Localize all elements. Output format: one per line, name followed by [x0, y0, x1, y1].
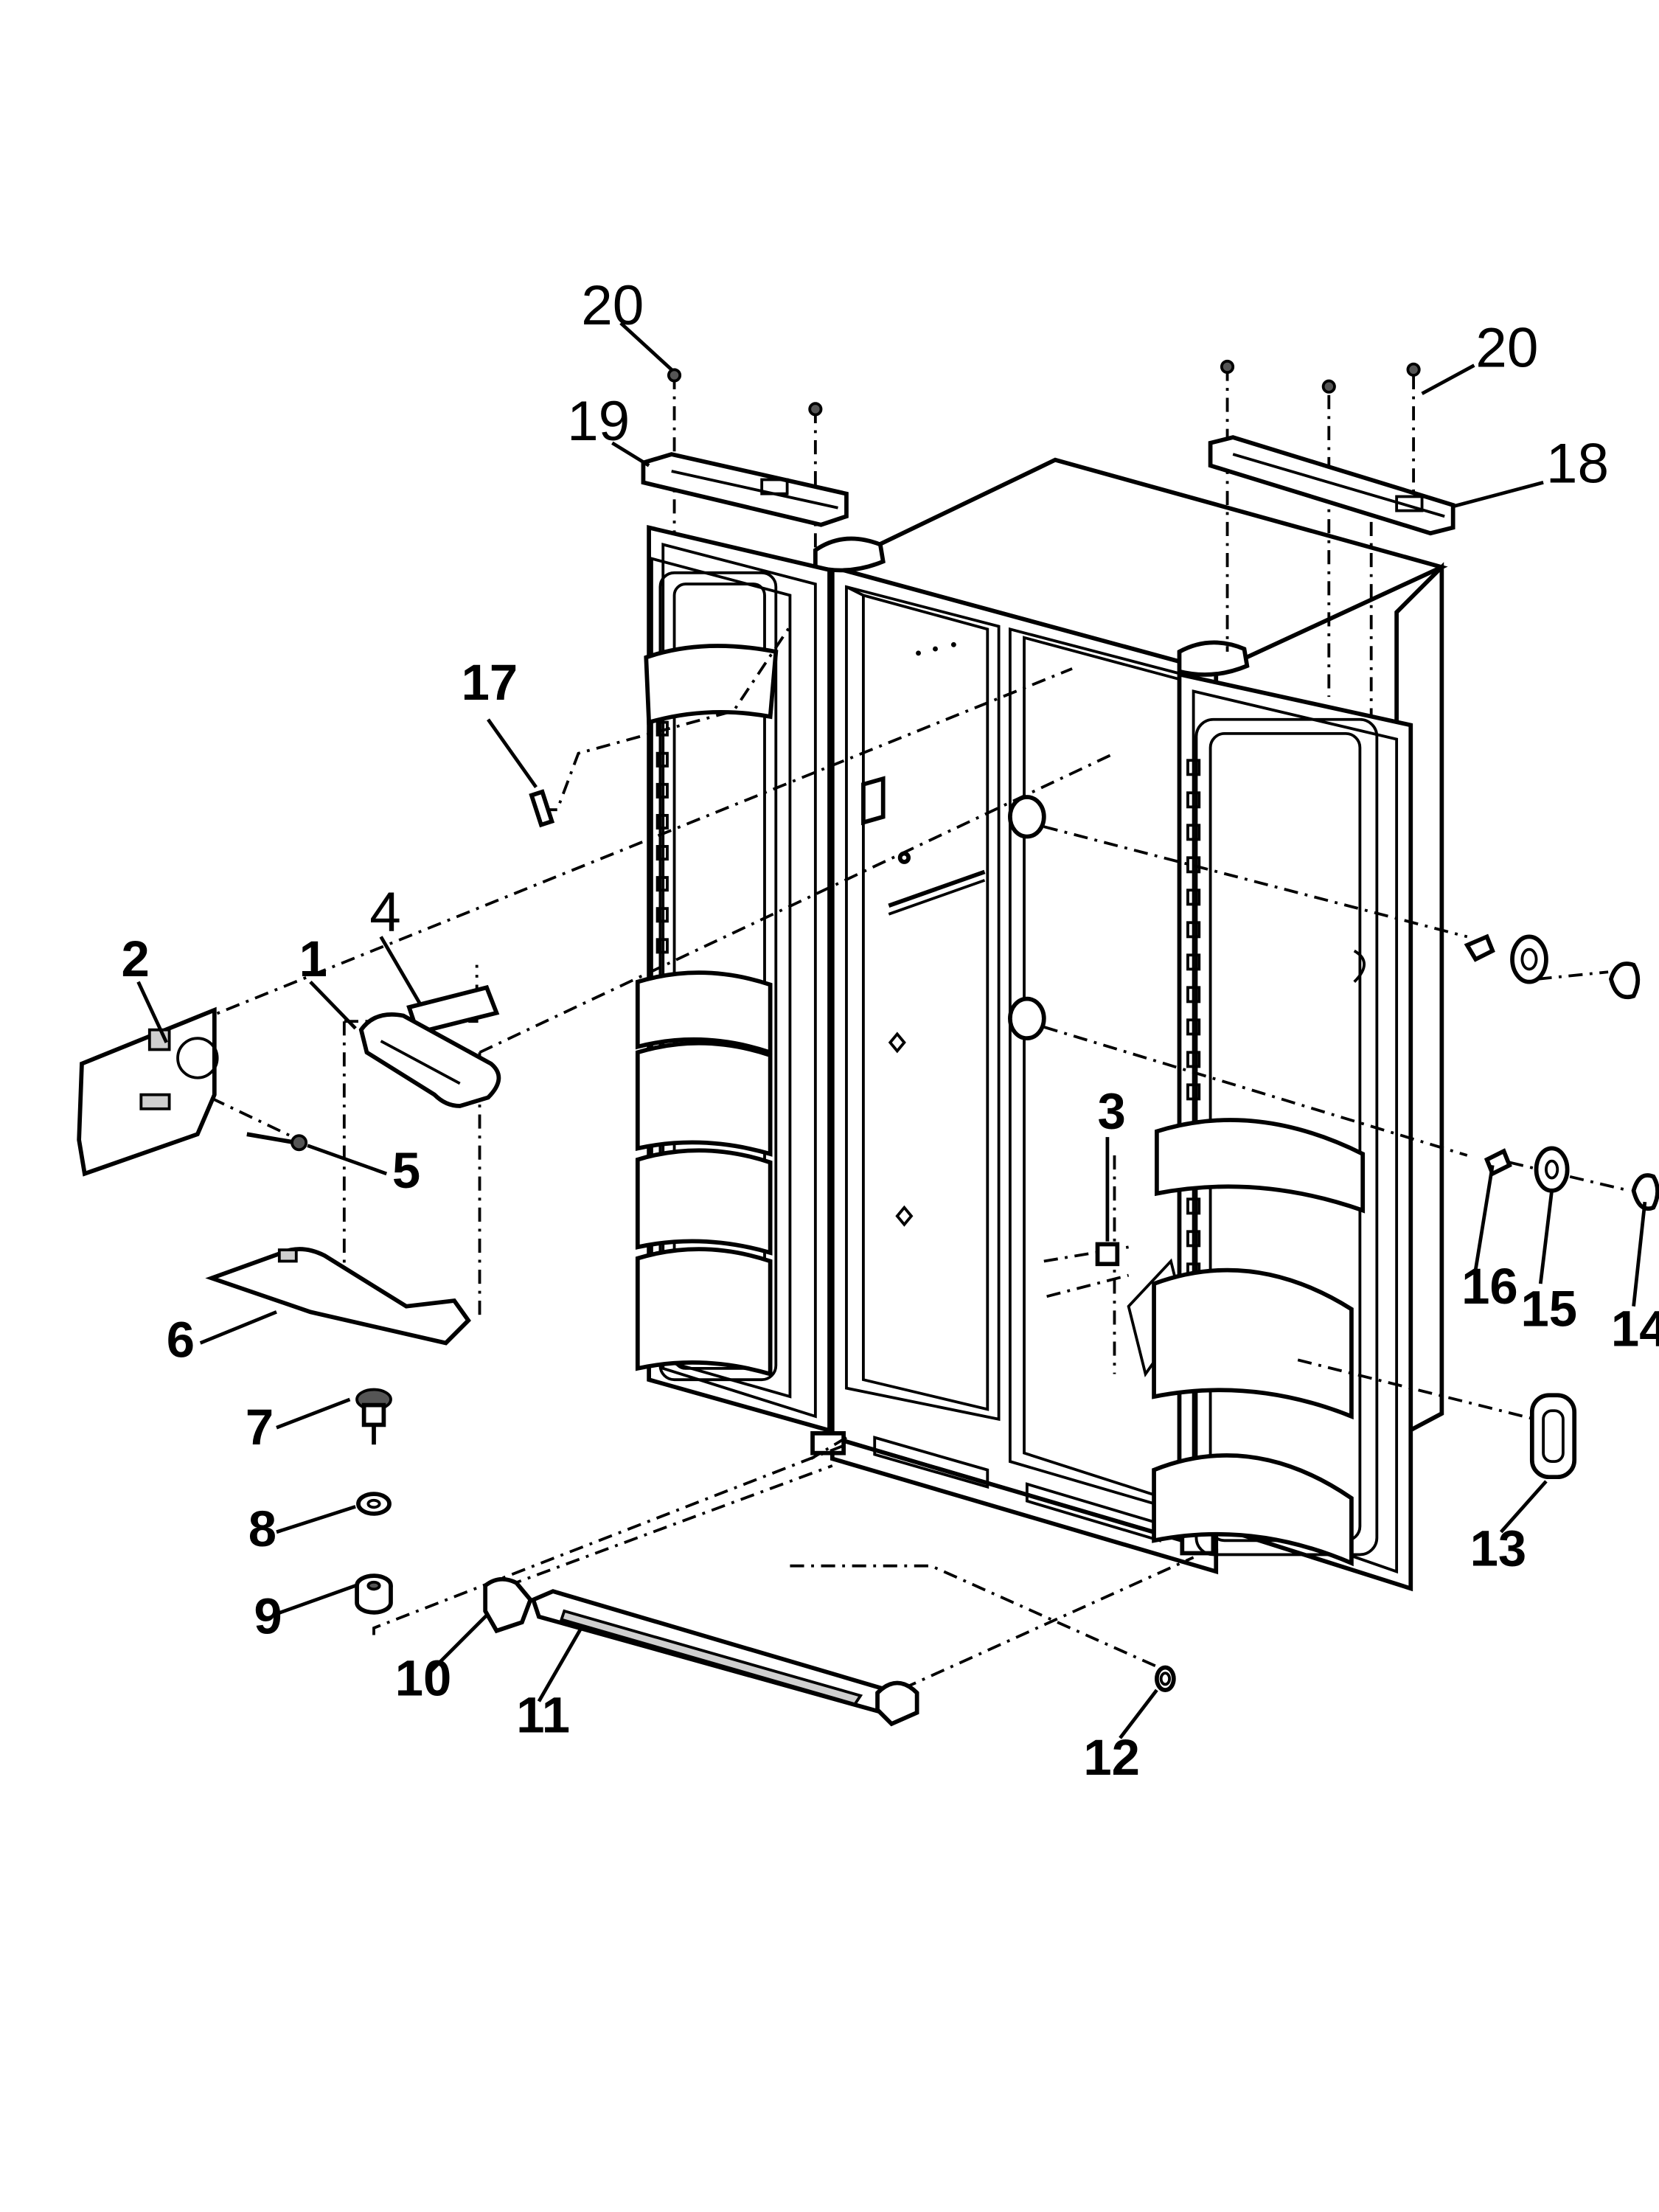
- screw-icon: [808, 402, 823, 417]
- part-1-trim-handle: [358, 1012, 501, 1108]
- screw-icon: [1220, 359, 1235, 375]
- part-11-toe-grille: [530, 1589, 901, 1716]
- callout-15: 15: [1520, 1280, 1577, 1337]
- callout-11: 11: [516, 1686, 570, 1743]
- callout-12: 12: [1083, 1729, 1140, 1786]
- callout-6: 6: [167, 1312, 195, 1368]
- callout-labels: 20 20 19 18 17 4 2 1 5 6 3 7 8 9 10 11 1…: [122, 274, 1659, 1786]
- part-15-mounting-base-upper: [1510, 934, 1548, 984]
- fresh-food-door: [1152, 671, 1413, 1592]
- part-16-mounting-screw-upper: [1464, 933, 1495, 962]
- callout-4: 4: [369, 881, 401, 944]
- callout-3: 3: [1098, 1083, 1126, 1140]
- callout-18: 18: [1546, 432, 1609, 495]
- callout-20-right: 20: [1475, 316, 1538, 379]
- fresh-food-door-rail-notches: [1186, 759, 1201, 1280]
- part-10-grille-end-cap: [483, 1576, 533, 1634]
- part-13-handle-end-cap: [1529, 1393, 1577, 1480]
- part-9-spacer: [355, 1573, 393, 1615]
- part-20-screws: [667, 359, 1421, 417]
- callout-16: 16: [1461, 1258, 1518, 1315]
- callout-1: 1: [299, 931, 327, 987]
- part-8-washer: [356, 1492, 392, 1516]
- callout-7: 7: [246, 1399, 274, 1455]
- part-5-screw: [246, 1132, 308, 1152]
- callout-19: 19: [567, 390, 630, 453]
- part-2-dispenser-cover: [77, 1006, 219, 1177]
- part-15-mounting-base-lower: [1534, 1146, 1570, 1193]
- part-14-cap-lower: [1631, 1173, 1659, 1211]
- callout-17: 17: [462, 654, 518, 711]
- cabinet-body: [810, 457, 1448, 1575]
- callout-10: 10: [395, 1650, 452, 1707]
- toe-grille-right-end-cap: [875, 1680, 919, 1727]
- part-14-cap-upper: [1608, 961, 1641, 1000]
- screw-icon: [1321, 379, 1336, 394]
- callout-5: 5: [392, 1142, 420, 1199]
- freezer-door: [635, 524, 832, 1433]
- part-19-freezer-hinge-cover: [641, 452, 849, 527]
- part-3-label: [1095, 1242, 1120, 1267]
- screw-icon: [667, 368, 682, 383]
- callout-20-left: 20: [581, 274, 644, 337]
- callout-2: 2: [122, 931, 150, 987]
- leader-arrows: [136, 321, 1647, 1739]
- screw-icon: [1406, 362, 1421, 377]
- part-6-bracket: [205, 1247, 471, 1346]
- part-17-pin: [529, 789, 555, 828]
- part-7-leveling-leg: [355, 1388, 392, 1445]
- callout-9: 9: [254, 1588, 282, 1645]
- callout-8: 8: [248, 1500, 276, 1557]
- callout-14: 14: [1611, 1300, 1659, 1357]
- part-18-fresh-food-hinge-cover: [1208, 435, 1455, 536]
- callout-13: 13: [1470, 1520, 1527, 1577]
- assembly-lines: [182, 366, 1630, 1703]
- part-12-plug: [1155, 1665, 1176, 1692]
